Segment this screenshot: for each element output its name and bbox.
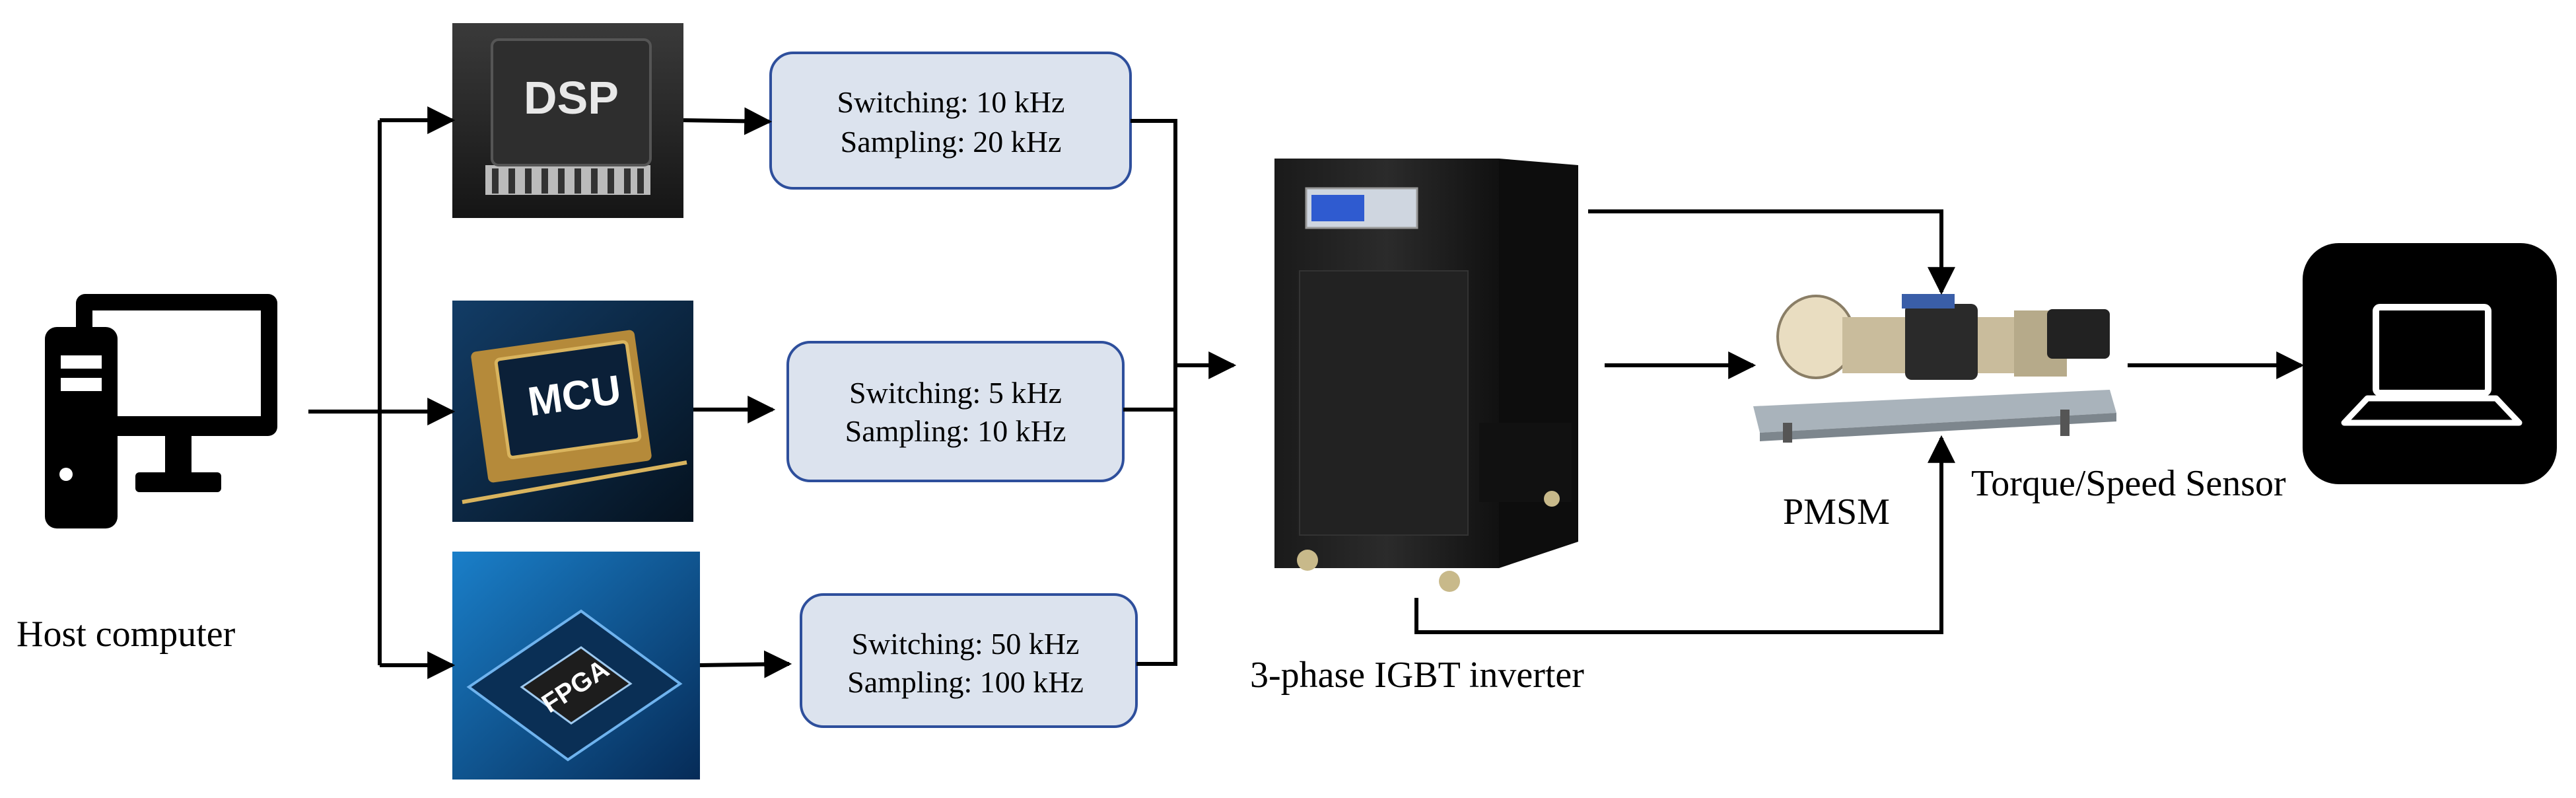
connectors [308,106,2305,679]
mcu-chip-image: MCU [452,301,693,522]
dsp-sampling-text: Sampling: 20 kHz [841,125,1062,159]
pmsm-test-bench-image [1753,294,2116,443]
inverter-top-to-pmsm-arrow [1588,209,1955,295]
inverter-cabinet-image [1274,159,1578,592]
dsp-chip-image: DSP [452,23,683,218]
dsp-params-box: Switching: 10 kHz Sampling: 20 kHz [769,52,1132,190]
host-computer-label: Host computer [17,614,236,655]
inverter-label: 3-phase IGBT inverter [1250,655,1584,696]
mcu-params-box: Switching: 5 kHz Sampling: 10 kHz [786,341,1125,482]
mcu-sampling-text: Sampling: 10 kHz [845,414,1066,448]
dsp-switching-text: Switching: 10 kHz [837,85,1065,119]
dsp-to-box-arrow [683,107,773,135]
fpga-box-to-collector-line [1136,365,1177,666]
fpga-sampling-text: Sampling: 100 kHz [847,665,1084,699]
fpga-switching-text: Switching: 50 kHz [852,627,1080,661]
dsp-chip-label: DSP [524,72,619,124]
fpga-params-box: Switching: 50 kHz Sampling: 100 kHz [800,593,1138,728]
fpga-to-box-arrow [699,650,792,678]
fpga-chip-image: FPGA [452,552,700,780]
pmsm-label: PMSM [1783,491,1890,532]
mcu-switching-text: Switching: 5 kHz [849,376,1062,410]
host-computer-icon [45,294,277,528]
torque-speed-sensor-label: Torque/Speed Sensor [1971,463,2286,504]
dsp-box-to-collector-line [1131,119,1177,365]
inverter-bottom-to-pmsm-arrow [1414,435,1955,634]
laptop-icon [2303,243,2557,484]
